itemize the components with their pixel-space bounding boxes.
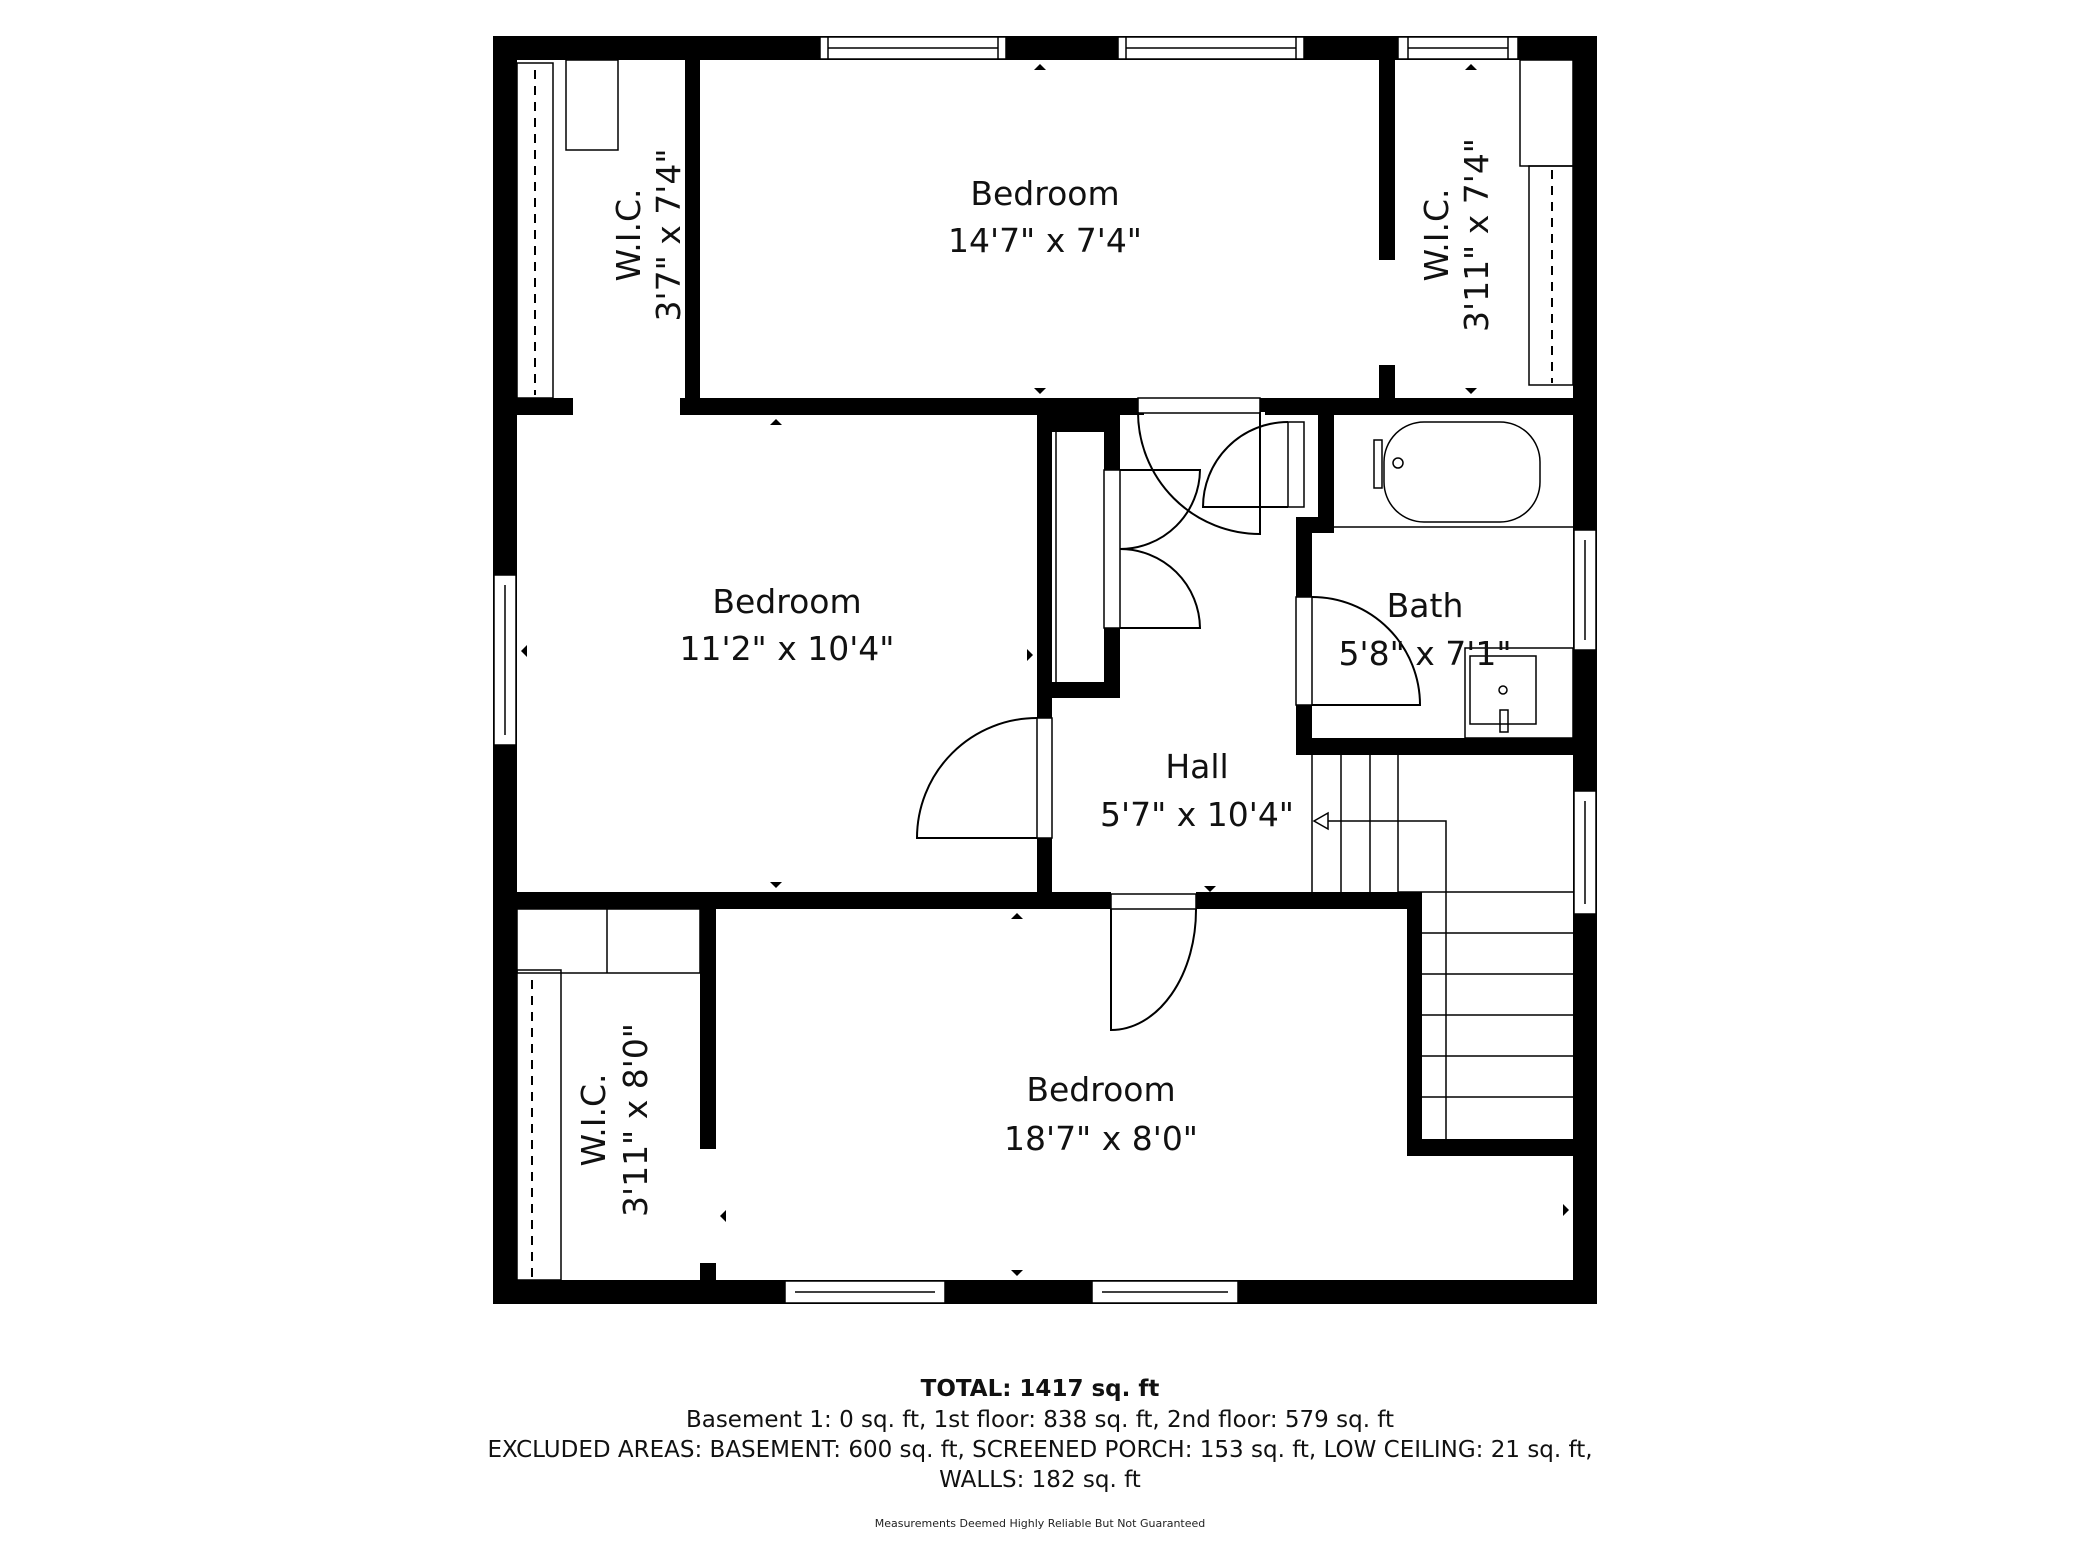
- room-dimensions: 5'8" x 7'1": [1339, 634, 1512, 673]
- window-right-bath: [1573, 529, 1597, 651]
- room-dimensions: 11'2" x 10'4": [680, 629, 895, 668]
- window-top-3: [1397, 36, 1519, 60]
- room-dimensions: 3'11" x 8'0": [616, 1023, 655, 1217]
- door-bath-closet: [1201, 421, 1305, 508]
- disclaimer: Measurements Deemed Highly Reliable But …: [874, 1517, 1206, 1530]
- door-linen-closet: [1103, 469, 1202, 629]
- bathtub-icon: [1383, 421, 1541, 523]
- room-name: Bedroom: [712, 582, 861, 621]
- floor-areas: Basement 1: 0 sq. ft, 1st floor: 838 sq.…: [685, 1407, 1395, 1433]
- door-bedroom-mid: [915, 717, 1053, 839]
- room-name: Bath: [1387, 586, 1464, 625]
- room-name: W.I.C.: [609, 188, 648, 281]
- room-name: Bedroom: [970, 174, 1119, 213]
- walls-area: WALLS: 182 sq. ft: [939, 1467, 1141, 1493]
- sink-icon: [1469, 655, 1537, 725]
- closet-fixtures: [516, 59, 1574, 1281]
- room-name: W.I.C.: [1417, 188, 1456, 281]
- room-wic-bottom-left: W.I.C. 3'11" x 8'0": [574, 1023, 655, 1217]
- room-name: W.I.C.: [574, 1073, 613, 1166]
- window-right-stair: [1573, 790, 1597, 915]
- interior-walls: [517, 60, 1573, 1280]
- room-dimensions: 18'7" x 8'0": [1004, 1119, 1198, 1158]
- door-hall-closet: [1137, 397, 1261, 536]
- bath-fixtures: [1334, 421, 1574, 739]
- room-dimensions: 14'7" x 7'4": [948, 221, 1142, 260]
- door-bedroom-bottom: [1110, 893, 1198, 1032]
- room-wic-top-right: W.I.C. 3'11" x 7'4": [1417, 138, 1496, 332]
- total-area: TOTAL: 1417 sq. ft: [920, 1376, 1160, 1402]
- room-dimensions: 3'7" x 7'4": [649, 149, 688, 322]
- dimension-markers: [521, 64, 1569, 1276]
- window-bottom-1: [784, 1280, 946, 1304]
- stair-arrow-icon: [1312, 811, 1329, 831]
- room-hall: Hall 5'7" x 10'4": [1100, 747, 1294, 834]
- windows: [493, 36, 1597, 1304]
- room-dimensions: 5'7" x 10'4": [1100, 795, 1294, 834]
- window-bottom-2: [1091, 1280, 1239, 1304]
- room-bath: Bath 5'8" x 7'1": [1339, 586, 1512, 673]
- room-bedroom-mid: Bedroom 11'2" x 10'4": [680, 582, 895, 668]
- room-name: Hall: [1165, 747, 1228, 786]
- window-left: [493, 574, 517, 746]
- stairs: [1311, 755, 1573, 1139]
- window-top-1: [819, 36, 1007, 60]
- room-bedroom-top: Bedroom 14'7" x 7'4": [948, 174, 1142, 260]
- room-name: Bedroom: [1026, 1070, 1175, 1109]
- room-bedroom-bottom: Bedroom 18'7" x 8'0": [1004, 1070, 1198, 1158]
- room-dimensions: 3'11" x 7'4": [1457, 138, 1496, 332]
- door-bath: [1295, 596, 1422, 706]
- room-wic-top-left: W.I.C. 3'7" x 7'4": [609, 149, 688, 322]
- excluded-areas: EXCLUDED AREAS: BASEMENT: 600 sq. ft, SC…: [487, 1437, 1593, 1463]
- window-top-2: [1117, 36, 1305, 60]
- doors: [915, 397, 1422, 1032]
